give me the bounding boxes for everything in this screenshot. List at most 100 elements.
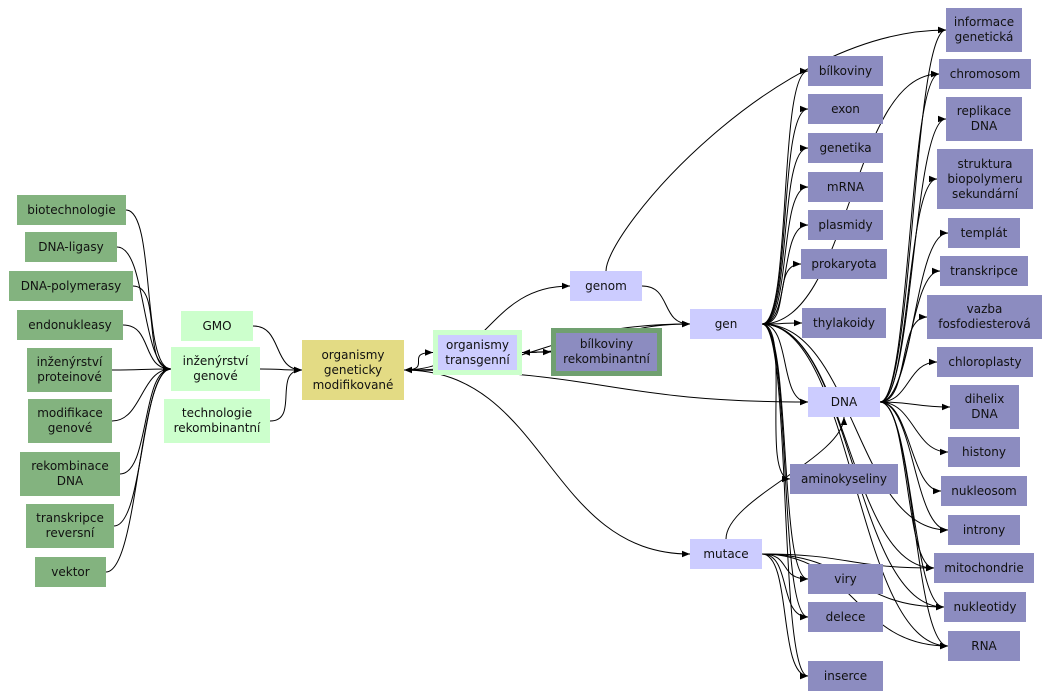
node-rna[interactable]: RNA <box>948 631 1020 661</box>
node-dihelix-dna[interactable]: dihelix DNA <box>950 385 1019 429</box>
node-label: DNA-ligasy <box>38 239 104 254</box>
node-gmo[interactable]: GMO <box>181 311 253 341</box>
edge-gen-bilkoviny <box>761 67 809 325</box>
node-genetika[interactable]: genetika <box>808 133 883 163</box>
node-dna-ligasy[interactable]: DNA-ligasy <box>25 232 117 262</box>
node-label: organismy geneticky modifikované <box>312 347 394 392</box>
node-label: histony <box>962 444 1006 459</box>
edge-gen-aminokyseliny <box>761 323 791 483</box>
node-inserce[interactable]: inserce <box>808 661 883 691</box>
edge-organismy_gm-genom <box>403 282 571 371</box>
node-label: transkripce reversní <box>36 511 104 540</box>
node-label: transkripce <box>950 263 1018 278</box>
node-introny[interactable]: introny <box>948 515 1020 545</box>
edge-dna-struktura_biopolymeru <box>879 175 938 403</box>
edge-gen-mrna <box>761 183 809 325</box>
node-histony[interactable]: histony <box>948 437 1020 467</box>
node-label: endonukleasy <box>28 317 112 332</box>
edge-gen-dna <box>761 323 809 406</box>
node-label: exon <box>831 101 860 116</box>
edge-dna-transkripce <box>879 267 941 403</box>
node-label: thylakoidy <box>812 315 875 330</box>
node-modifikace-genove[interactable]: modifikace genové <box>28 399 112 443</box>
edge-dna_ligasy-inzenyrstvi_genove <box>116 246 172 373</box>
node-label: technologie rekombinantní <box>173 406 261 435</box>
node-inzenyrstvi-genove[interactable]: inženýrství genové <box>171 347 260 391</box>
node-transkripce-reversni[interactable]: transkripce reversní <box>26 504 114 548</box>
node-struktura-biopolymeru-sekundarni[interactable]: struktura biopolymeru sekundární <box>937 149 1033 209</box>
edge-rekombinace_dna-inzenyrstvi_genove <box>119 365 172 475</box>
node-genom[interactable]: genom <box>570 271 642 301</box>
node-organismy-transgenni[interactable]: organismy transgenní <box>433 330 522 375</box>
node-vektor[interactable]: vektor <box>35 557 106 587</box>
node-label: chromosom <box>949 66 1021 81</box>
node-mitochondrie[interactable]: mitochondrie <box>934 553 1034 583</box>
node-endonukleasy[interactable]: endonukleasy <box>17 310 123 340</box>
node-label: nukleosom <box>951 483 1017 498</box>
node-label: dihelix DNA <box>964 392 1005 421</box>
node-exon[interactable]: exon <box>808 94 883 124</box>
edge-gmo-organismy_gm <box>252 325 303 374</box>
node-replikace-dna[interactable]: replikace DNA <box>946 97 1022 141</box>
node-nukleotidy[interactable]: nukleotidy <box>944 592 1026 622</box>
node-label: DNA <box>830 394 858 409</box>
node-delece[interactable]: delece <box>808 602 883 632</box>
node-informace-geneticka[interactable]: informace genetická <box>946 8 1022 52</box>
node-label: viry <box>834 571 857 586</box>
edge-biotechnologie-inzenyrstvi_genove <box>125 209 172 373</box>
edge-gen-genetika <box>761 144 809 325</box>
node-label: biotechnologie <box>27 202 116 217</box>
edge-technologie_rekombinantni-organismy_gm <box>269 366 303 422</box>
node-thylakoidy[interactable]: thylakoidy <box>802 308 886 338</box>
node-aminokyseliny[interactable]: aminokyseliny <box>790 464 898 494</box>
node-chloroplasty[interactable]: chloroplasty <box>937 347 1033 377</box>
edge-inzenyrstvi_proteinove-inzenyrstvi_genove <box>111 365 172 373</box>
node-technologie-rekombinantni[interactable]: technologie rekombinantní <box>164 399 270 443</box>
node-chromosom[interactable]: chromosom <box>939 59 1031 89</box>
edge-gen-introny <box>761 323 949 534</box>
node-label: vektor <box>51 564 90 579</box>
node-label: bílkoviny rekombinantní <box>563 337 650 366</box>
node-label: informace genetická <box>953 15 1015 44</box>
node-label: bílkoviny <box>818 63 873 78</box>
node-label: delece <box>825 609 866 624</box>
node-templat[interactable]: templát <box>948 218 1020 248</box>
node-biotechnologie[interactable]: biotechnologie <box>17 195 126 225</box>
node-label: rekombinace DNA <box>31 459 109 488</box>
node-bilkoviny-rekombinantni[interactable]: bílkoviny rekombinantní <box>551 328 662 376</box>
node-label: struktura biopolymeru sekundární <box>947 156 1023 201</box>
node-prokaryota[interactable]: prokaryota <box>801 249 887 279</box>
node-label: inženýrství genové <box>182 354 249 383</box>
node-label: introny <box>962 522 1006 537</box>
node-nukleosom[interactable]: nukleosom <box>941 476 1027 506</box>
node-transkripce[interactable]: transkripce <box>940 256 1028 286</box>
node-dna[interactable]: DNA <box>808 387 880 417</box>
node-mutace[interactable]: mutace <box>690 539 762 569</box>
node-inzenyrstvi-proteinove[interactable]: inženýrství proteinové <box>27 348 112 392</box>
node-label: modifikace genové <box>37 406 103 435</box>
edge-mutace-delece <box>761 553 809 621</box>
node-gen[interactable]: gen <box>690 309 762 339</box>
node-rekombinace-dna[interactable]: rekombinace DNA <box>20 452 120 496</box>
node-mrna[interactable]: mRNA <box>808 172 883 202</box>
node-label: GMO <box>202 318 232 333</box>
edge-gen-inserce <box>761 323 809 680</box>
edge-vektor-inzenyrstvi_genove <box>105 365 172 573</box>
edge-dna-dihelix_dna <box>879 401 951 411</box>
node-vazba-fosfodiesterova[interactable]: vazba fosfodiesterová <box>927 295 1042 339</box>
node-organismy-geneticky-modifikovane[interactable]: organismy geneticky modifikované <box>302 340 404 400</box>
node-bilkoviny[interactable]: bílkoviny <box>808 56 883 86</box>
edge-mutace-rna <box>761 553 949 650</box>
edge-endonukleasy-inzenyrstvi_genove <box>122 324 172 373</box>
edge-dna-rna <box>879 401 949 650</box>
node-plasmidy[interactable]: plasmidy <box>808 210 883 240</box>
edge-genom-gen <box>641 285 691 328</box>
node-label: organismy transgenní <box>445 337 510 367</box>
node-label: templát <box>960 225 1008 240</box>
node-dna-polymerasy[interactable]: DNA-polymerasy <box>9 271 133 301</box>
edge-dna-vazba_fosfodiesterova <box>879 313 928 403</box>
node-viry[interactable]: viry <box>808 564 883 594</box>
node-label: mRNA <box>826 179 865 194</box>
